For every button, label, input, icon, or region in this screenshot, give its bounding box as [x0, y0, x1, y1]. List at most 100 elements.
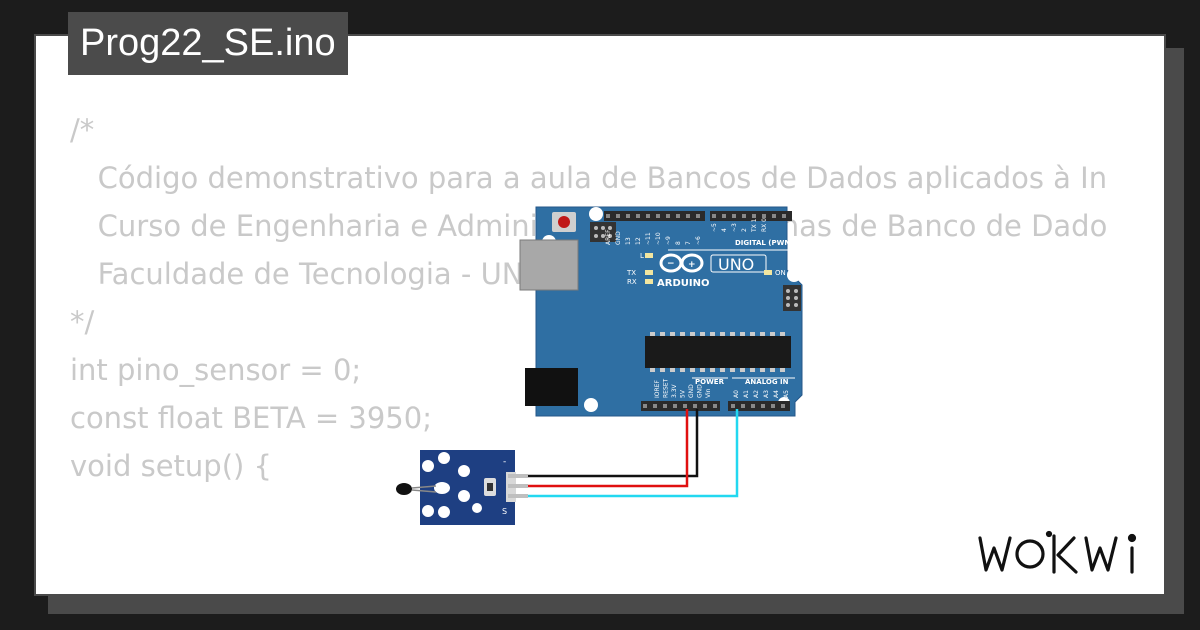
led-on [764, 270, 772, 275]
chip-leg [680, 368, 685, 372]
header-pin[interactable] [643, 404, 647, 408]
svg-text:−: − [667, 259, 675, 269]
chip-leg [750, 332, 755, 336]
header-pin[interactable] [676, 214, 680, 218]
digital-header-right [710, 211, 792, 221]
header-pin[interactable] [742, 214, 746, 218]
code-line: Código demonstrativo para a aula de Banc… [70, 161, 1108, 195]
pin-label: Vin [705, 388, 712, 398]
pin-label: ~5 [711, 223, 718, 232]
header-pin[interactable] [741, 404, 745, 408]
header-pin[interactable] [626, 214, 630, 218]
chip-leg [730, 332, 735, 336]
analog-label: ANALOG IN [745, 378, 789, 386]
chip-leg [650, 368, 655, 372]
wokwi-logo[interactable] [974, 526, 1150, 580]
pin-label: GND [615, 231, 622, 245]
pin-label: 8 [675, 241, 682, 245]
power-header [641, 401, 720, 411]
chip-leg [670, 368, 675, 372]
sensor-pin-s: S [502, 507, 507, 516]
vcc-wire[interactable] [528, 409, 689, 488]
ntc-temperature-sensor[interactable]: - S [396, 450, 528, 525]
gnd-wire[interactable] [528, 409, 699, 478]
chip-leg [670, 332, 675, 336]
header-pin[interactable] [663, 404, 667, 408]
pin-label: ~10 [655, 232, 662, 245]
pin-label: GND [688, 384, 695, 398]
header-pin[interactable] [653, 404, 657, 408]
header-pin[interactable] [762, 214, 766, 218]
header-pin[interactable] [771, 404, 775, 408]
model-label: UNO [718, 255, 754, 274]
pin-label: 13 [625, 237, 632, 245]
chip-leg [760, 368, 765, 372]
chip-leg [700, 368, 705, 372]
header-pin[interactable] [646, 214, 650, 218]
chip-leg [770, 332, 775, 336]
led-tx [645, 270, 653, 275]
pin-label: ~6 [695, 236, 702, 245]
header-pin[interactable] [731, 404, 735, 408]
pin-label: A0 [733, 390, 740, 398]
led-l [645, 253, 653, 258]
led-rx [645, 279, 653, 284]
digital-label: DIGITAL (PWM ~) [735, 239, 803, 247]
header-pin[interactable] [693, 404, 697, 408]
sensor-pin-minus: - [503, 457, 506, 467]
arduino-logo [659, 253, 704, 273]
header-pin[interactable] [666, 214, 670, 218]
microcontroller-chip [645, 336, 791, 368]
chip-leg [740, 368, 745, 372]
header-pin[interactable] [782, 214, 786, 218]
led-label-tx: TX [626, 269, 636, 277]
pin-label: A3 [763, 390, 770, 398]
code-line: int pino_sensor = 0; [70, 353, 362, 387]
header-pin[interactable] [772, 214, 776, 218]
pin-label: RESET [663, 378, 670, 398]
pin-label: A2 [753, 390, 760, 398]
chip-leg [720, 368, 725, 372]
pin-label: 5V [680, 389, 687, 398]
led-label-l: L [640, 252, 644, 260]
chip-leg [760, 332, 765, 336]
chip-leg [700, 332, 705, 336]
usb-port [519, 239, 579, 291]
pin-label: ~3 [731, 223, 738, 232]
icsp-header [783, 285, 801, 311]
header-pin[interactable] [713, 404, 717, 408]
header-pin[interactable] [781, 404, 785, 408]
header-pin[interactable] [722, 214, 726, 218]
chip-leg [690, 332, 695, 336]
code-line: /* [70, 113, 95, 147]
header-pin[interactable] [752, 214, 756, 218]
signal-wire[interactable] [528, 409, 739, 498]
pin-label: AREF [605, 229, 612, 245]
header-pin[interactable] [751, 404, 755, 408]
header-pin[interactable] [761, 404, 765, 408]
header-pin[interactable] [616, 214, 620, 218]
chip-leg [740, 332, 745, 336]
chip-leg [730, 368, 735, 372]
header-pin[interactable] [673, 404, 677, 408]
header-pin[interactable] [683, 404, 687, 408]
pin-label: 4 [721, 228, 728, 232]
header-pin[interactable] [636, 214, 640, 218]
header-pin[interactable] [606, 214, 610, 218]
digital-header-left [604, 211, 705, 221]
chip-leg [660, 368, 665, 372]
header-pin[interactable] [696, 214, 700, 218]
header-pin[interactable] [732, 214, 736, 218]
pin-label: A5 [783, 390, 790, 398]
led-label-rx: RX [627, 278, 637, 286]
pin-label: RX 0 [761, 218, 768, 232]
power-label: POWER [695, 378, 725, 386]
header-pin[interactable] [656, 214, 660, 218]
header-pin[interactable] [712, 214, 716, 218]
chip-leg [710, 368, 715, 372]
header-pin[interactable] [703, 404, 707, 408]
header-pin[interactable] [686, 214, 690, 218]
pin-label: ~11 [645, 232, 652, 245]
